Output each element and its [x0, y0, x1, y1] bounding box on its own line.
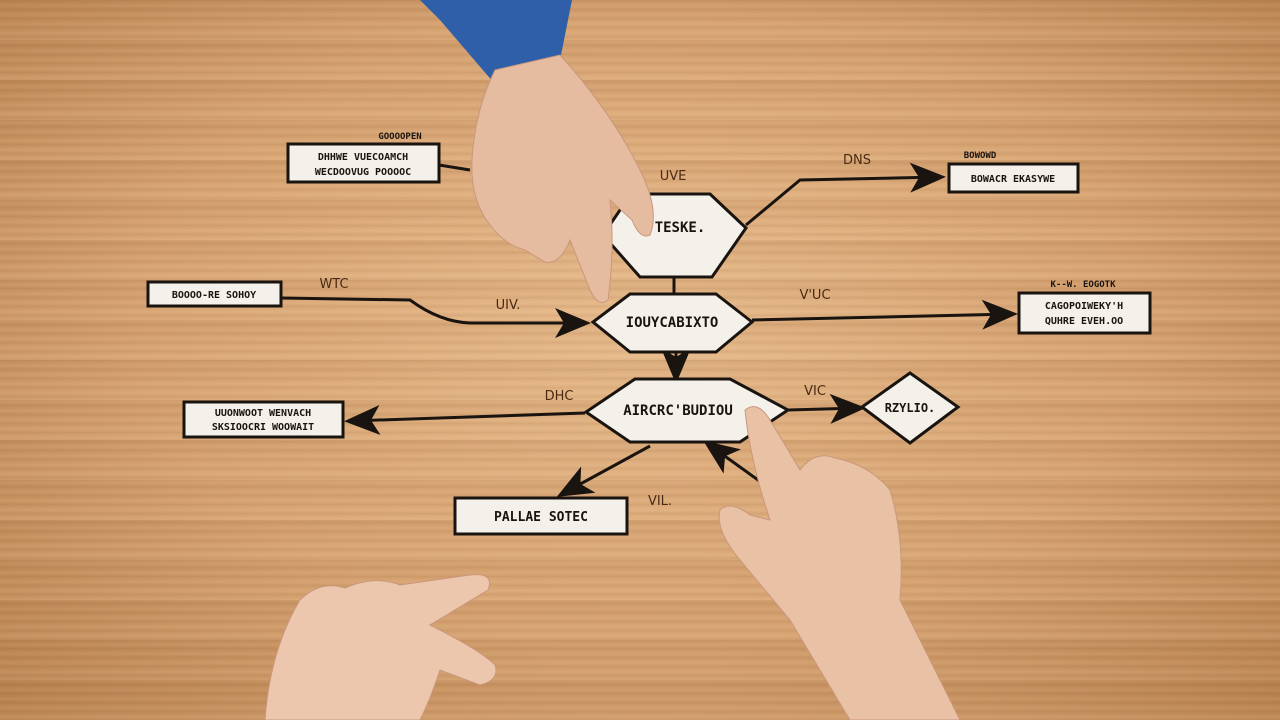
box-left [146, 280, 283, 308]
box-right [1017, 291, 1152, 335]
box-bottom-line1: PALLAE SOTEC [494, 510, 588, 525]
edge-label-diamond: VIC [804, 384, 826, 399]
box-top-right-caption: BOWOWD [964, 151, 997, 161]
box-top-left [286, 142, 441, 184]
edge-hand-to-lower [703, 440, 766, 487]
edge-left-to-middle [280, 296, 591, 338]
edge-middle-to-right [751, 299, 1018, 330]
box-top-left-line1: DHHWE VUECOAMCH [318, 152, 408, 163]
edge-lower-to-lowerleft [344, 404, 586, 435]
edge-lower-to-bottom [556, 444, 651, 497]
edge-label-bottom: VIL. [648, 494, 672, 509]
box-top-left-caption: GOOOOPEN [378, 132, 421, 142]
box-top-right-line1: BOWACR EKASYWE [971, 174, 1055, 185]
box-lower-left [182, 400, 345, 439]
box-right-line2: QUHRE EVEH.OO [1045, 316, 1123, 327]
top-hand [420, 0, 654, 303]
bottom-left-hand-shape [264, 574, 497, 720]
edge-label-top: UVE [660, 169, 687, 184]
box-right-line1: CAGOPOIWEKY'H [1045, 301, 1123, 312]
top-hexagon-label: TESKE. [655, 220, 706, 236]
edge-label-left-lower: UIV. [496, 298, 521, 313]
box-lower-left-line2: SKSIOOCRI WOOWAIT [212, 422, 314, 433]
middle-hexagon-label: IOUYCABIXTO [626, 315, 719, 331]
box-lower-left-line1: UUONWOOT WENVACH [215, 408, 311, 419]
box-top-left-line2: WECDOOVUG POOOOC [315, 167, 411, 178]
bottom-left-hand [264, 574, 497, 720]
right-hand [718, 406, 961, 720]
box-bottom [453, 496, 629, 536]
connectors [280, 162, 1018, 497]
lower-hexagon [583, 377, 791, 444]
edge-topleft-box [438, 163, 471, 172]
lower-hexagon-label: AIRCRC'BUDIOU [623, 403, 733, 419]
box-right-caption: K--W. EOGOTK [1050, 280, 1116, 290]
edge-label-right-middle: V'UC [799, 288, 830, 303]
middle-hexagon [590, 292, 755, 354]
edge-top-to-topright [745, 162, 946, 227]
box-top-right [947, 162, 1080, 194]
right-hand-shape [718, 406, 961, 720]
edge-lower-to-diamond [787, 393, 866, 424]
top-hand-shape [471, 54, 654, 303]
diamond [859, 371, 961, 445]
diamond-label: RZYLIO. [885, 401, 936, 415]
edge-label-top-right: DNS [843, 153, 871, 168]
box-left-line1: BOOOO-RE SOHOY [172, 290, 256, 301]
edge-label-left-upper: WTC [319, 277, 348, 292]
edge-label-lower-left: DHC [545, 389, 574, 404]
